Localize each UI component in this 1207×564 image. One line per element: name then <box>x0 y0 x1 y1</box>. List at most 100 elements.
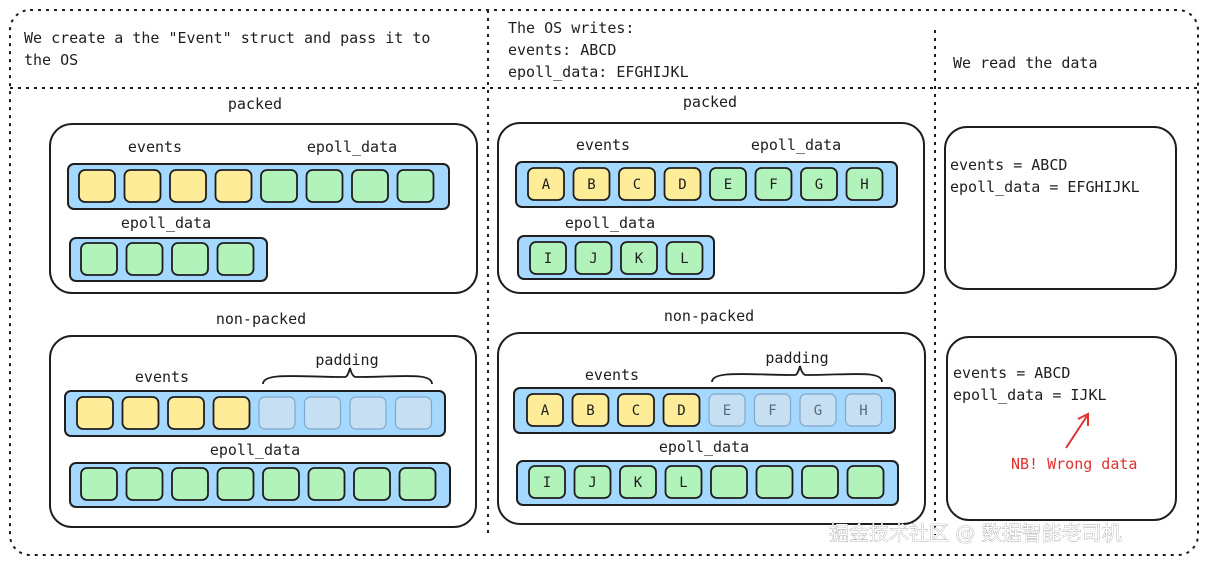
col1-packed-row2-cell-2 <box>171 242 209 276</box>
col1-nonpacked-row2-cell-5 <box>307 467 346 501</box>
col2-nonpacked-row2-cell-0-label: I <box>543 475 551 491</box>
warning-arrow-head <box>1077 412 1089 426</box>
col2-nonpacked-row1-cell-2-label: C <box>632 403 640 419</box>
col2-nonpacked-label: non-packed <box>664 307 754 325</box>
col2-packed-row1-cell-7 <box>845 167 884 201</box>
col2-packed-label: packed <box>683 93 737 111</box>
result-nonpacked-box <box>946 336 1177 521</box>
col2-nonpacked-row2-cell-4 <box>710 465 748 499</box>
col1-nonpacked-row2-cell-2 <box>171 467 209 501</box>
col1-nonpacked-row1-cell-3 <box>212 396 251 430</box>
col1-packed-row1-cell-6 <box>351 169 389 203</box>
col1-nonpacked-row2-cell-3 <box>216 467 255 501</box>
col1-packed-row1-cell-5 <box>305 169 344 203</box>
col1-nonpacked-row1-cell-1 <box>121 396 160 430</box>
col2-packed-row2-cell-1-label: J <box>589 251 597 267</box>
col2-packed-row2-cell-2-label: K <box>635 251 644 267</box>
col2-header-line2: events: ABCD <box>508 41 616 59</box>
col2-padding-label: padding <box>765 349 828 367</box>
col1-nonpacked-label: non-packed <box>216 310 306 328</box>
col2-packed-row1-cell-3 <box>663 167 702 201</box>
col2-nonpacked-row1-cell-3 <box>662 393 701 427</box>
col2-nonpacked-row1-cell-2 <box>617 393 655 427</box>
col2-nonpacked-row1-cell-6-label: G <box>814 403 822 419</box>
col1-padding-brace <box>262 367 433 385</box>
col1-packed-row1-cell-2 <box>169 169 207 203</box>
col2-padding-brace <box>711 365 883 383</box>
col2-nonpacked-row2-cell-5 <box>755 465 794 499</box>
col2-packed-row2-cell-0 <box>529 241 567 275</box>
col2-nonpacked-row1-cell-3-label: D <box>677 403 685 419</box>
col2-nonpacked-row1-cell-1 <box>571 393 610 427</box>
col2-packed-row2-cell-2 <box>620 241 658 275</box>
col2-nonpacked-row2-cell-3-label: L <box>679 475 687 491</box>
result-packed-line2: epoll_data = EFGHIJKL <box>950 178 1140 196</box>
outer-frame <box>9 9 1199 556</box>
col1-packed-label: packed <box>228 95 282 113</box>
col2-packed-row1-cell-3-label: D <box>678 177 686 193</box>
col2-nonpacked-events-label: events <box>585 366 639 384</box>
col2-packed-row1-cell-0-label: A <box>542 177 551 193</box>
col2-nonpacked-row1-cell-4-label: E <box>723 403 731 419</box>
col2-header-line3: epoll_data: EFGHIJKL <box>508 63 689 81</box>
col1-nonpacked-row2-cell-0 <box>80 467 118 501</box>
col2-packed-row1-cell-5-label: F <box>769 177 777 193</box>
col2-packed-row1-cell-6 <box>800 167 838 201</box>
col2-nonpacked-row2-cell-2 <box>619 465 657 499</box>
col2-packed-row1-cell-2-label: C <box>633 177 641 193</box>
result-packed-box <box>944 126 1177 290</box>
col1-nonpacked-row2-cell-7 <box>398 467 437 501</box>
col2-nonpacked-row1-cell-7 <box>844 393 883 427</box>
col2-header-line1: The OS writes: <box>508 19 634 37</box>
col1-nonpacked-events-label: events <box>135 368 189 386</box>
col1-header-line1: We create a the "Event" struct and pass … <box>24 29 430 47</box>
col2-nonpacked-row1-cell-0-label: A <box>541 403 550 419</box>
col2-packed-row2-cell-0-label: I <box>544 251 552 267</box>
col2-nonpacked-row1-cell-7-label: H <box>859 403 867 419</box>
col1-nonpacked-row1-cell-5 <box>303 396 342 430</box>
col2-nonpacked-row1-cell-5 <box>753 393 792 427</box>
col2-nonpacked-row2-cell-1-label: J <box>588 475 596 491</box>
col1-packed-epoll-label-2: epoll_data <box>121 214 211 232</box>
col1-packed-row2-cell-0 <box>80 242 118 276</box>
col1-nonpacked-row1-cell-7 <box>394 396 433 430</box>
col2-packed-epoll-label: epoll_data <box>751 136 841 154</box>
col1-header-line2: the OS <box>24 51 78 69</box>
warning-text: NB! Wrong data <box>1011 455 1137 473</box>
col2-packed-row1-cell-0 <box>527 167 565 201</box>
col1-padding-label: padding <box>315 351 378 369</box>
col1-nonpacked-row1-cell-0 <box>76 396 114 430</box>
col1-nonpacked-row2-cell-6 <box>353 467 391 501</box>
col2-nonpacked-epoll-label: epoll_data <box>659 438 749 456</box>
col1-nonpacked-row1-cell-6 <box>349 396 387 430</box>
col2-packed-row1-cell-1 <box>572 167 611 201</box>
warning-arrow <box>1065 415 1088 449</box>
col2-packed-row1-cell-4 <box>709 167 747 201</box>
col1-packed-row1-cell-1 <box>123 169 162 203</box>
col2-nonpacked-row2-cell-0 <box>528 465 566 499</box>
col2-packed-row2-cell-3 <box>665 241 704 275</box>
col2-packed-row1-cell-1-label: B <box>587 177 595 193</box>
col2-nonpacked-row1-cell-5-label: F <box>768 403 776 419</box>
col2-nonpacked-row1-cell-0 <box>526 393 564 427</box>
result-nonpacked-line2: epoll_data = IJKL <box>953 386 1107 404</box>
col3-header: We read the data <box>953 54 1098 72</box>
col1-nonpacked-row2-cell-1 <box>125 467 164 501</box>
col2-packed-row1-cell-2 <box>618 167 656 201</box>
col1-nonpacked-row2-cell-4 <box>262 467 300 501</box>
col2-nonpacked-row2-cell-7 <box>846 465 885 499</box>
watermark: 掘金技术社区 @ 数据智能老司机 <box>829 521 1122 545</box>
col2-nonpacked-row2-cell-3 <box>664 465 703 499</box>
col2-packed-events-label: events <box>576 136 630 154</box>
result-packed-line1: events = ABCD <box>950 156 1067 174</box>
col1-packed-row2-cell-3 <box>216 242 255 276</box>
col1-nonpacked-row1-cell-2 <box>167 396 205 430</box>
col2-nonpacked-row1-cell-6 <box>799 393 837 427</box>
col2-nonpacked-row1-cell-4 <box>708 393 746 427</box>
col1-packed-row2-cell-1 <box>125 242 164 276</box>
col1-packed-row1-cell-7 <box>396 169 435 203</box>
col1-packed-row1-cell-4 <box>260 169 298 203</box>
col2-packed-epoll-label-2: epoll_data <box>565 214 655 232</box>
